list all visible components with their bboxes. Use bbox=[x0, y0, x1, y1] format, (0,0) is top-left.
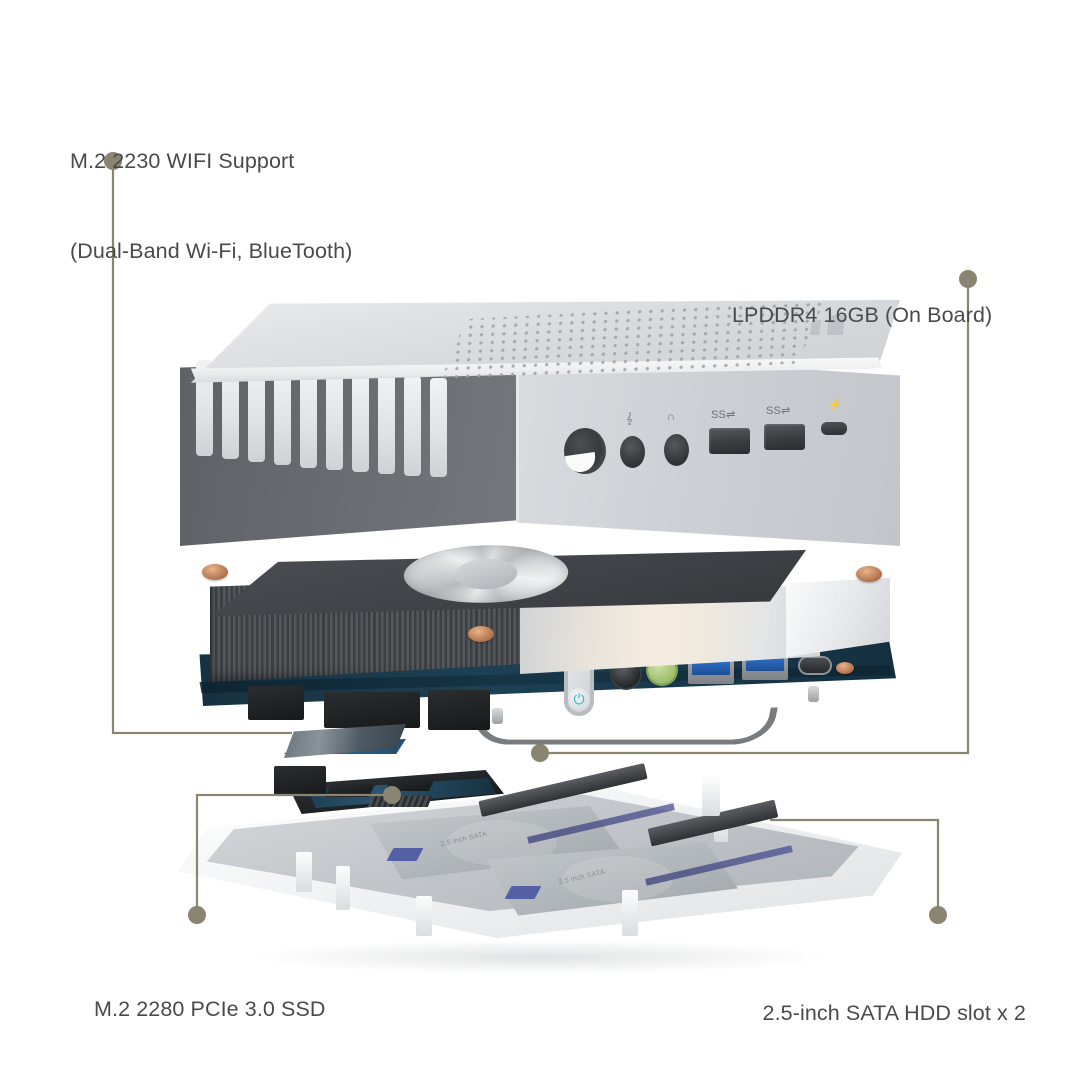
thunderbolt-port[interactable] bbox=[821, 422, 847, 435]
power-button-port[interactable] bbox=[564, 428, 606, 474]
leader-dot-ssd bbox=[188, 906, 206, 924]
ground-shadow bbox=[250, 940, 830, 974]
tray-post bbox=[336, 866, 350, 910]
leader-line-sata bbox=[770, 818, 940, 915]
top-case: 𝄞 ∩ SS⇌ SS⇌ ⚡ bbox=[180, 300, 900, 546]
callout-ram-line1: LPDDR4 16GB (On Board) bbox=[732, 303, 993, 327]
callout-label-ssd: M.2 2280 PCIe 3.0 SSD bbox=[94, 934, 326, 1080]
usb-ss-icon: SS⇌ bbox=[711, 409, 736, 421]
case-corner-seam bbox=[516, 350, 519, 546]
case-vent-slots bbox=[196, 358, 454, 478]
leader-line-ram bbox=[540, 279, 970, 755]
tray-post bbox=[702, 776, 720, 816]
callout-label-sata: 2.5-inch SATA HDD slot x 2 (SATA 3.0 6.0… bbox=[714, 938, 1026, 1080]
leader-line-wifi bbox=[111, 161, 292, 735]
leader-dot-ram bbox=[959, 270, 977, 288]
microphone-port[interactable] bbox=[620, 436, 645, 468]
vent-slot bbox=[430, 378, 447, 477]
copper-standoff bbox=[856, 566, 882, 582]
headphone-icon: ∩ bbox=[667, 411, 676, 423]
wifi-m2-2230-card bbox=[284, 724, 406, 758]
board-connector-block bbox=[248, 686, 304, 720]
vent-slot bbox=[222, 362, 239, 459]
board-connector-block bbox=[324, 692, 420, 728]
usb-3-port-1[interactable] bbox=[709, 428, 750, 454]
mainboard-assembly: ⏻ bbox=[196, 540, 896, 765]
callout-label-wifi: M.2 2230 WIFI Support (Dual-Band Wi-Fi, … bbox=[70, 86, 352, 326]
leader-target-dot-ram bbox=[531, 744, 549, 762]
copper-standoff bbox=[468, 626, 494, 642]
tray-post bbox=[622, 890, 638, 936]
callout-sata-line1: 2.5-inch SATA HDD slot x 2 bbox=[762, 1001, 1026, 1025]
vent-slot bbox=[352, 372, 369, 472]
board-screw bbox=[492, 708, 503, 724]
headphone-port[interactable] bbox=[664, 434, 689, 466]
mic-icon: 𝄞 bbox=[626, 413, 633, 425]
heatsink-extension bbox=[786, 578, 890, 658]
thunderbolt-icon: ⚡ bbox=[828, 399, 842, 411]
vent-slot bbox=[196, 360, 213, 456]
leader-dot-sata bbox=[929, 906, 947, 924]
tray-post bbox=[416, 896, 432, 936]
callout-label-ram: LPDDR4 16GB (On Board) bbox=[732, 240, 992, 390]
usb-3-port-2[interactable] bbox=[764, 424, 805, 450]
leader-dot-wifi bbox=[104, 152, 122, 170]
board-screw bbox=[808, 686, 819, 702]
callout-wifi-line2: (Dual-Band Wi-Fi, BlueTooth) bbox=[70, 239, 353, 263]
vent-slot bbox=[248, 364, 265, 462]
vent-slot bbox=[378, 374, 395, 474]
vent-slot bbox=[300, 368, 317, 468]
vent-slot bbox=[274, 366, 291, 465]
copper-standoff bbox=[202, 564, 228, 580]
leader-line-ssd bbox=[195, 793, 392, 915]
board-connector-block bbox=[428, 690, 490, 730]
copper-standoff bbox=[836, 662, 854, 674]
vent-slot bbox=[326, 370, 343, 470]
tray-post bbox=[296, 852, 312, 892]
leader-target-dot-ssd bbox=[383, 786, 401, 804]
callout-wifi-line1: M.2 2230 WIFI Support bbox=[70, 149, 295, 173]
ssd-bracket-end bbox=[274, 766, 326, 796]
vent-slot bbox=[404, 376, 421, 476]
callout-ssd-line1: M.2 2280 PCIe 3.0 SSD bbox=[94, 997, 326, 1021]
usb-ss-icon: SS⇌ bbox=[766, 405, 791, 417]
usb-c-port[interactable] bbox=[800, 658, 830, 673]
power-icon[interactable]: ⏻ bbox=[568, 688, 590, 710]
